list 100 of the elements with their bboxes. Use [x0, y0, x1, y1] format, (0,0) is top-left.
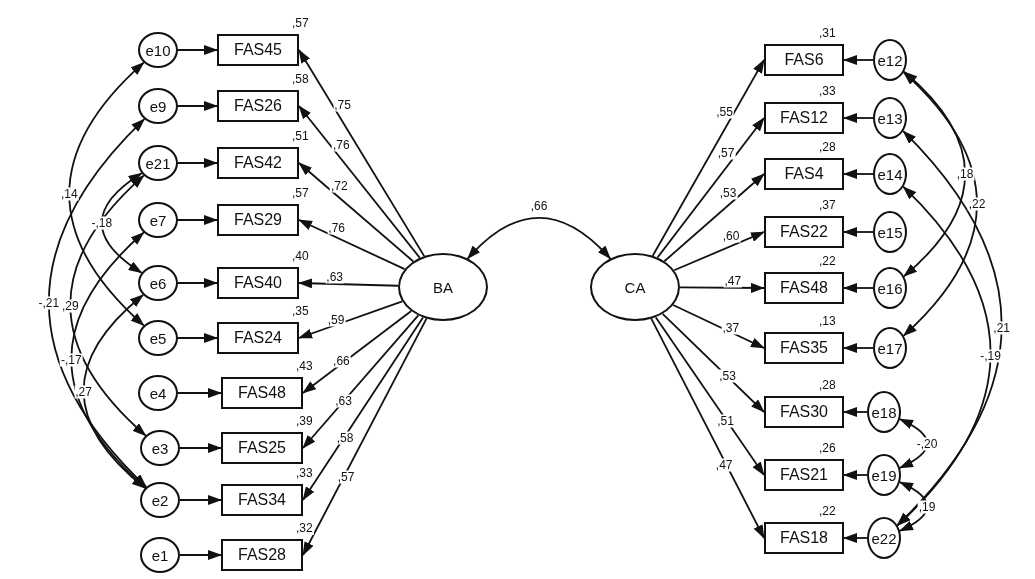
- path-arrow: [179, 550, 222, 560]
- error-circle: e1: [140, 537, 180, 573]
- error-circle: e2: [140, 482, 180, 518]
- variable-box: FAS26: [217, 90, 299, 122]
- error-circle: e10: [138, 32, 178, 68]
- error-circle: e13: [873, 97, 907, 139]
- path-arrow: [650, 317, 765, 539]
- path-arrow: [663, 173, 765, 263]
- edge-label: ,47: [714, 458, 734, 472]
- covariance-arrow: [896, 185, 992, 527]
- r-squared-label: ,35: [291, 305, 310, 318]
- variable-box: FAS21: [764, 459, 844, 491]
- edge-label: ,27: [74, 385, 93, 398]
- covariance-arrow: [69, 174, 147, 437]
- edge-label: ,75: [333, 98, 352, 112]
- variable-box: FAS24: [217, 322, 299, 354]
- r-squared-label: ,39: [295, 415, 314, 428]
- edge-label: ,29: [60, 299, 80, 312]
- error-circle: e17: [873, 327, 907, 369]
- path-arrow: [843, 169, 874, 179]
- path-arrow: [843, 407, 868, 417]
- r-squared-label: ,28: [818, 141, 837, 154]
- edge-label: -,21: [37, 296, 61, 310]
- path-arrow: [179, 495, 222, 505]
- edge-label: ,19: [917, 500, 937, 513]
- edge-label: ,58: [335, 431, 355, 445]
- r-squared-label: ,51: [291, 130, 310, 143]
- path-arrow: [656, 117, 765, 259]
- variable-box: FAS30: [764, 396, 844, 428]
- error-circle: e9: [138, 88, 178, 124]
- variable-box: FAS4: [764, 158, 844, 190]
- path-arrow: [302, 316, 424, 501]
- path-arrow: [843, 113, 874, 123]
- variable-box: FAS45: [217, 34, 299, 66]
- path-arrow: [843, 470, 868, 480]
- error-circle: e19: [867, 454, 901, 496]
- edge-label: -,20: [915, 437, 939, 450]
- covariance-arrow: [70, 231, 147, 489]
- r-squared-label: ,22: [818, 505, 837, 518]
- edge-label: ,47: [723, 274, 743, 288]
- error-circle: e18: [867, 391, 901, 433]
- covariance-arrow: [466, 216, 612, 260]
- edge-label: ,57: [716, 146, 736, 160]
- r-squared-label: ,57: [291, 17, 310, 30]
- path-arrow: [302, 314, 420, 449]
- path-arrow: [177, 333, 218, 343]
- edge-label: ,63: [325, 270, 345, 284]
- error-circle: e21: [138, 145, 178, 181]
- variable-box: FAS6: [764, 44, 844, 76]
- path-arrow: [679, 282, 765, 293]
- path-arrow: [177, 45, 218, 55]
- edge-label: ,66: [529, 199, 549, 213]
- edge-label: ,37: [721, 321, 741, 335]
- edge-label: ,53: [718, 369, 737, 383]
- r-squared-label: ,57: [291, 187, 310, 200]
- error-circle: e22: [867, 517, 901, 559]
- error-circle: e4: [138, 375, 178, 411]
- path-arrow: [298, 105, 421, 259]
- path-arrow: [843, 227, 874, 237]
- edge-label: -,19: [979, 349, 1002, 363]
- r-squared-label: ,40: [291, 250, 310, 263]
- path-arrow: [177, 215, 218, 225]
- covariance-arrow: [47, 118, 148, 488]
- edge-label: -,17: [59, 353, 83, 367]
- r-squared-label: ,32: [295, 522, 314, 535]
- r-squared-label: ,33: [818, 85, 837, 98]
- variable-box: FAS35: [764, 332, 844, 364]
- edge-label: ,76: [331, 138, 351, 152]
- path-arrow: [177, 388, 222, 398]
- edge-label: ,22: [967, 197, 987, 211]
- edge-label: ,21: [992, 321, 1011, 335]
- path-arrow: [654, 316, 765, 476]
- covariance-arrow: [903, 70, 967, 278]
- covariance-arrow: [902, 71, 978, 337]
- variable-box: FAS18: [764, 522, 844, 554]
- path-arrow: [672, 304, 765, 349]
- variable-box: FAS28: [221, 539, 303, 571]
- path-arrow: [651, 59, 765, 257]
- latent-ellipse: CA: [590, 253, 680, 321]
- edge-label: ,63: [334, 394, 353, 408]
- path-arrow: [843, 533, 868, 543]
- r-squared-label: ,13: [818, 315, 837, 328]
- latent-ellipse: BA: [398, 253, 488, 321]
- covariance-arrow: [82, 294, 146, 489]
- r-squared-label: ,58: [291, 73, 310, 86]
- edge-label: ,60: [721, 230, 741, 243]
- path-arrow: [843, 55, 874, 65]
- path-arrow: [843, 283, 874, 293]
- path-arrow: [177, 158, 218, 168]
- edge-label: ,55: [715, 105, 734, 119]
- path-arrow: [661, 312, 765, 413]
- variable-box: FAS48: [764, 272, 844, 304]
- r-squared-label: ,43: [295, 360, 314, 373]
- error-circle: e15: [873, 211, 907, 253]
- error-circle: e14: [873, 153, 907, 195]
- edge-label: ,53: [718, 186, 738, 200]
- path-arrow: [298, 162, 415, 263]
- error-circle: e7: [138, 202, 178, 238]
- path-arrow: [179, 443, 222, 453]
- path-arrow: [843, 343, 874, 353]
